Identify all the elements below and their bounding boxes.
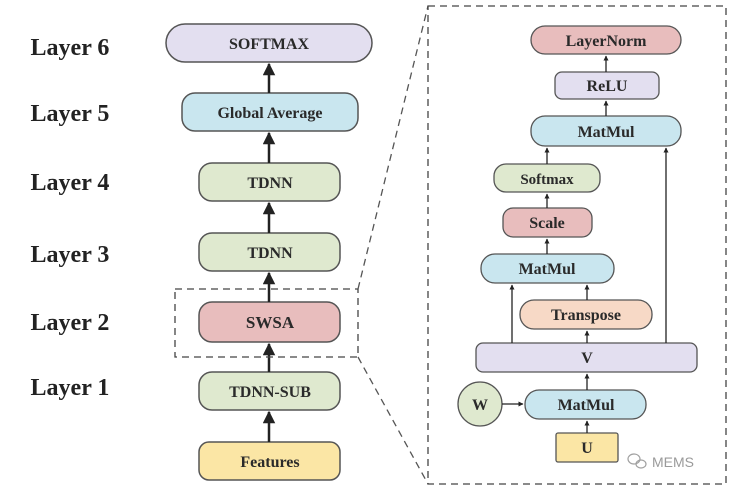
layernorm-label: LayerNorm <box>566 33 648 50</box>
softmax-output-label: SOFTMAX <box>229 36 309 53</box>
scale-label: Scale <box>529 215 565 232</box>
wechat-logo-icon <box>627 453 647 469</box>
zoom-connector-top <box>357 5 429 290</box>
watermark-text: MEMS <box>652 454 694 470</box>
relu-block <box>554 71 660 100</box>
detail-arrows <box>502 55 669 433</box>
swsa-highlight-box <box>174 288 359 358</box>
watermark: MEMS <box>627 453 694 470</box>
global-average-label: Global Average <box>217 105 322 122</box>
u-label: U <box>581 440 593 457</box>
layer-3-label: Layer 3 <box>31 242 110 268</box>
layer-4-label: Layer 4 <box>31 170 110 196</box>
features-label: Features <box>240 454 299 471</box>
layer-6-label: Layer 6 <box>31 35 110 61</box>
tdnn-layer4-label: TDNN <box>247 175 293 192</box>
layer-2-label: Layer 2 <box>31 310 110 336</box>
layernorm-block <box>530 25 682 55</box>
matmul-bottom-label: MatMul <box>558 397 615 414</box>
relu-label: ReLU <box>587 78 628 95</box>
softmax-output-block <box>165 23 373 63</box>
tdnn-sub-label: TDNN-SUB <box>229 384 311 401</box>
transpose-block <box>519 299 653 330</box>
zoom-connector-bottom <box>357 356 429 485</box>
swsa-detail-panel <box>427 5 727 485</box>
tdnn-layer3-label: TDNN <box>247 245 293 262</box>
matmul-bottom-block <box>524 389 647 420</box>
swsa-label: SWSA <box>246 313 295 332</box>
layer-5-label: Layer 5 <box>31 101 110 127</box>
matmul-mid-label: MatMul <box>519 261 576 278</box>
w-label: W <box>472 397 488 414</box>
transpose-label: Transpose <box>551 307 621 324</box>
matmul-top-label: MatMul <box>578 124 635 141</box>
softmax-label: Softmax <box>520 172 574 188</box>
layer-1-label: Layer 1 <box>31 375 110 401</box>
v-label: V <box>581 350 593 367</box>
